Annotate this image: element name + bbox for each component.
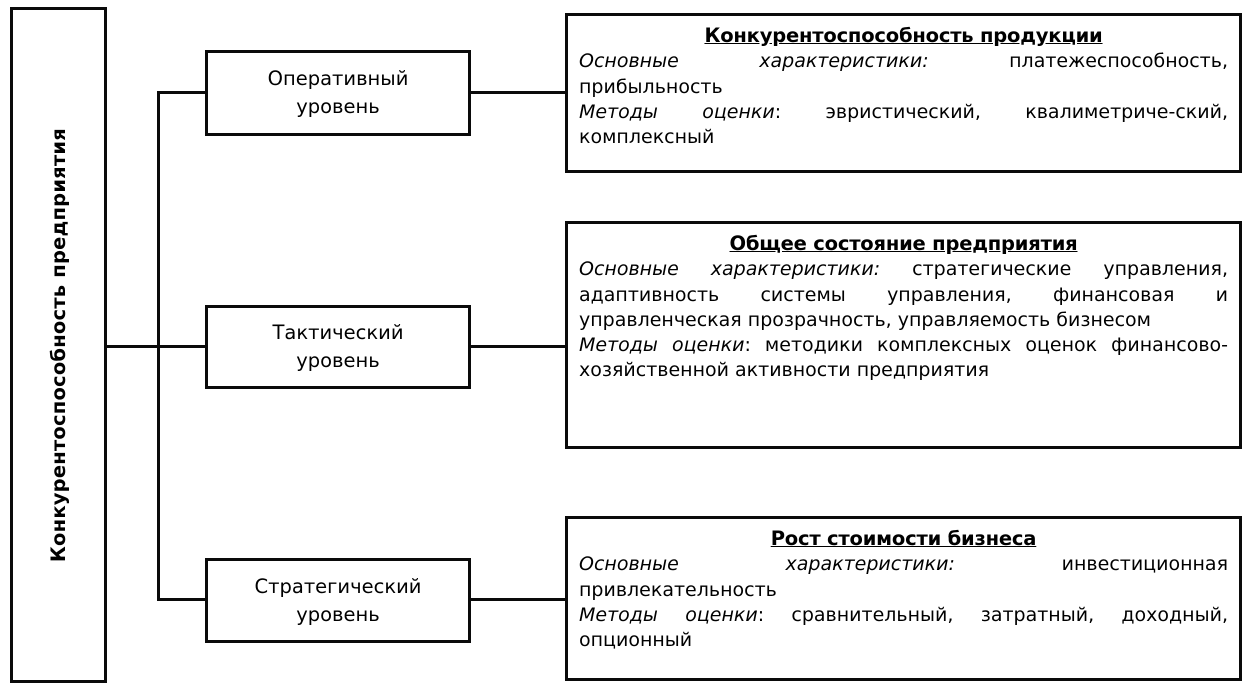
detail-methods-label: Методы оценки <box>579 603 758 626</box>
detail-node-business-value-growth: Рост стоимости бизнеса Основные характер… <box>565 516 1242 681</box>
detail-methods-text: : эвристический, квалиметриче-ский, комп… <box>579 100 1228 149</box>
connector-level-0-to-detail-0 <box>468 91 568 94</box>
detail-characteristics: Основные характеристики: платежеспособно… <box>579 49 1228 100</box>
level-node-tactical: Тактический уровень <box>205 305 471 389</box>
detail-methods: Методы оценки: сравнительный, затратный,… <box>579 603 1228 654</box>
detail-characteristics-text: инвестиционная привлекательность <box>579 553 1228 601</box>
connector-level-1-to-detail-1 <box>468 345 568 348</box>
root-node-competitiveness: Конкурентоспособность предприятия <box>10 7 107 683</box>
level-node-label: Оперативный уровень <box>267 67 409 118</box>
detail-title: Общее состояние предприятия <box>729 232 1078 255</box>
detail-characteristics-label: Основные характеристики: <box>579 50 929 73</box>
level-node-strategic: Стратегический уровень <box>205 558 471 643</box>
detail-methods-label: Методы оценки <box>579 100 775 123</box>
detail-characteristics: Основные характеристики: стратегические … <box>579 257 1228 333</box>
connector-root-to-spine <box>104 345 160 348</box>
connector-spine-to-level-2 <box>157 598 208 601</box>
detail-characteristics-label: Основные характеристики: <box>579 258 881 281</box>
detail-methods-text: : методики комплексных оценок финансово-… <box>579 334 1228 382</box>
detail-node-product-competitiveness: Конкурентоспособность продукции Основные… <box>565 13 1242 173</box>
detail-characteristics-text: платежеспособность, прибыльность <box>579 50 1228 98</box>
detail-methods-label: Методы оценки <box>579 334 745 357</box>
detail-title: Конкурентоспособность продукции <box>704 24 1103 47</box>
detail-methods-text: : сравнительный, затратный, доходный, оп… <box>579 603 1228 652</box>
level-node-operational: Оперативный уровень <box>205 50 471 136</box>
detail-characteristics-text: стратегические управления, адаптивность … <box>579 258 1228 331</box>
detail-characteristics: Основные характеристики: инвестиционная … <box>579 552 1228 603</box>
detail-title: Рост стоимости бизнеса <box>770 527 1037 550</box>
level-node-label: Стратегический уровень <box>254 574 422 626</box>
detail-node-enterprise-condition: Общее состояние предприятия Основные хар… <box>565 221 1242 449</box>
connector-spine-to-level-0 <box>157 91 208 94</box>
connector-spine-to-level-1 <box>157 345 208 348</box>
root-node-label: Конкурентоспособность предприятия <box>46 127 70 563</box>
detail-methods: Методы оценки: эвристический, квалиметри… <box>579 100 1228 151</box>
detail-methods: Методы оценки: методики комплексных оцен… <box>579 333 1228 384</box>
level-node-label: Тактический уровень <box>272 321 404 372</box>
connector-level-2-to-detail-2 <box>468 598 568 601</box>
detail-characteristics-label: Основные характеристики: <box>579 553 955 576</box>
